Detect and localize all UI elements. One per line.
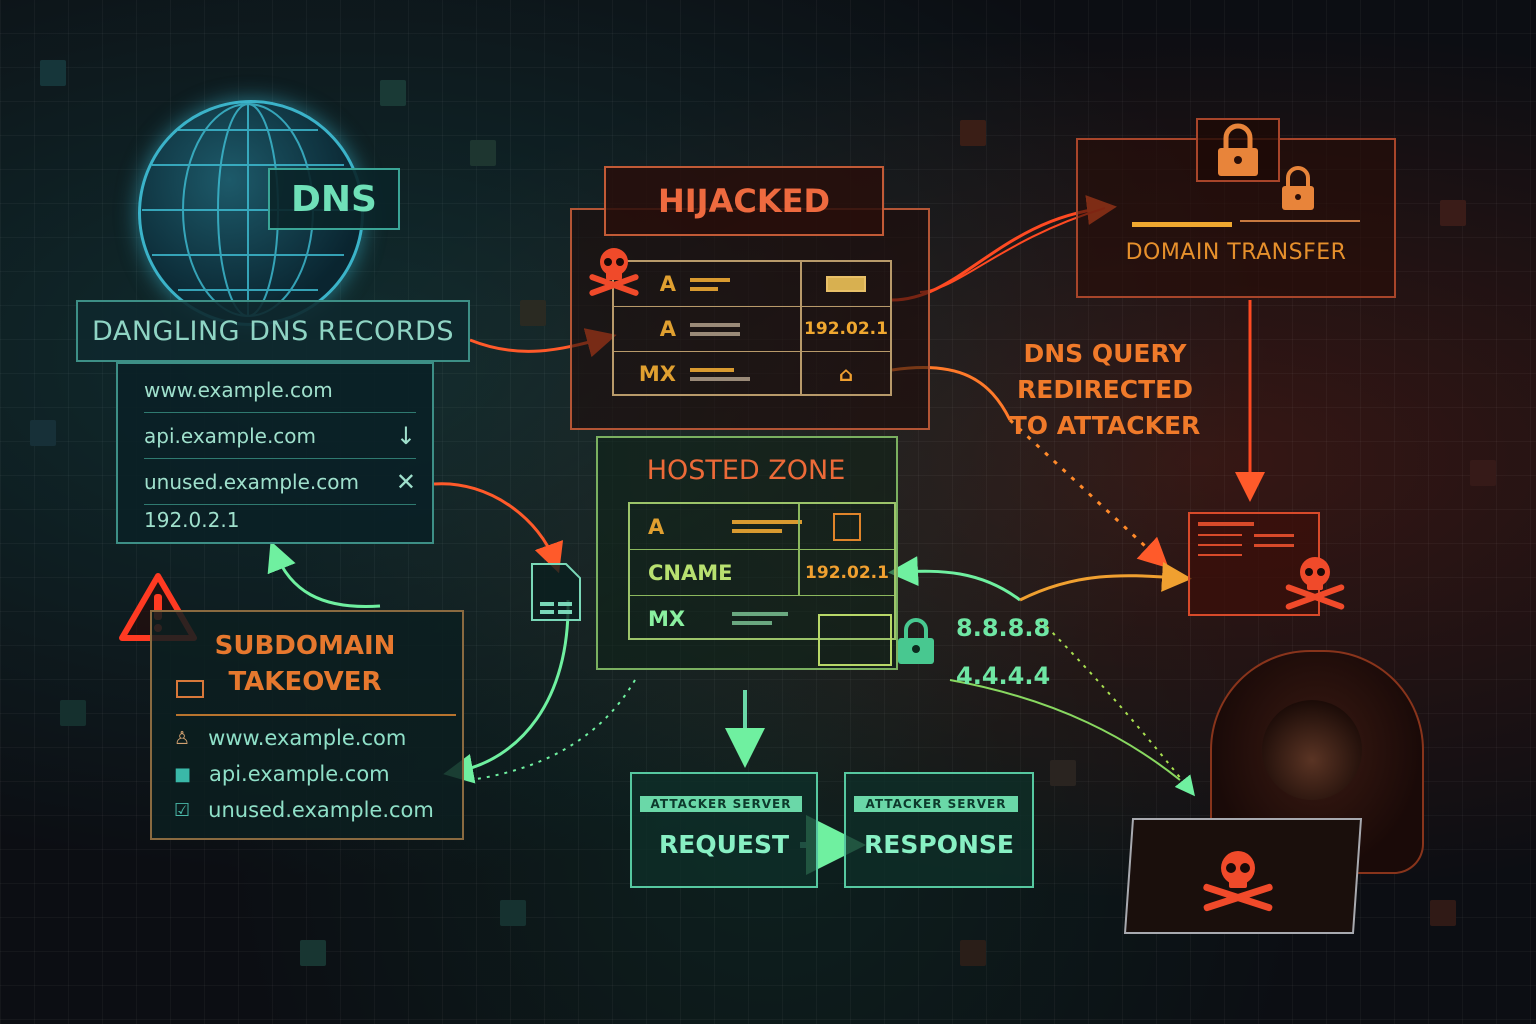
- person-icon: ♙: [174, 727, 191, 749]
- list-item: ☑ unused.example.com: [174, 798, 434, 822]
- response-box: ATTACKER SERVER RESPONSE: [844, 772, 1034, 888]
- table-row: A 192.02.1: [614, 307, 890, 352]
- redirect-icon: [818, 614, 892, 666]
- attacker-server-header: ATTACKER SERVER: [640, 796, 802, 812]
- attacker-dashboard: [1188, 512, 1320, 616]
- table-row: MX ⌂: [614, 352, 890, 396]
- subdomain-takeover-title: SUBDOMAIN TAKEOVER: [214, 631, 396, 697]
- file-icon: [531, 563, 581, 621]
- hosted-zone-records-table: A CNAME 192.02.1 MX: [628, 502, 896, 640]
- dns-tag: DNS: [268, 168, 400, 230]
- table-row: A: [630, 504, 894, 550]
- table-row: A: [614, 262, 890, 307]
- list-item: api.example.com ↓: [144, 414, 416, 459]
- domain-transfer-label: DOMAIN TRANSFER: [1125, 239, 1347, 265]
- list-item: www.example.com: [144, 368, 416, 413]
- progress-bar: [1132, 222, 1232, 227]
- arrow-down-icon: ↓: [395, 422, 416, 450]
- card-icon: [176, 680, 204, 698]
- request-box: ATTACKER SERVER REQUEST: [630, 772, 818, 888]
- checkbox-icon: ☑: [174, 799, 191, 821]
- divider: [176, 714, 456, 716]
- table-row: MX: [630, 596, 894, 641]
- list-item: 192.0.2.1: [144, 508, 240, 532]
- divider: [1240, 220, 1360, 222]
- hosted-zone-panel: [596, 436, 898, 670]
- server-icon: ■: [174, 763, 192, 785]
- subdomain-takeover-panel: [150, 610, 464, 840]
- padlock-icon: [1196, 118, 1280, 182]
- redirect-note: DNS QUERY REDIRECTED TO ATTACKER: [1009, 339, 1201, 440]
- skull-crossbones-icon: [589, 248, 639, 296]
- dangling-records-list: www.example.com api.example.com ↓ unused…: [116, 362, 434, 544]
- hijacked-title: HIJACKED: [604, 166, 884, 236]
- hosted-zone-title: HOSTED ZONE: [646, 454, 846, 486]
- tag-icon: [826, 276, 866, 292]
- lock-open-icon: ⌂: [838, 362, 854, 386]
- server-icon: [833, 512, 861, 541]
- padlock-icon: [898, 618, 934, 664]
- close-icon: ✕: [395, 468, 416, 496]
- response-label: RESPONSE: [864, 830, 1014, 859]
- hacker-face: [1262, 700, 1362, 800]
- resolver-ip-primary: 8.8.8.8: [956, 614, 1051, 642]
- table-row: CNAME 192.02.1: [630, 550, 894, 596]
- request-label: REQUEST: [658, 830, 790, 859]
- list-item: unused.example.com ✕: [144, 460, 416, 505]
- attacker-server-header: ATTACKER SERVER: [854, 796, 1018, 812]
- padlock-icon: [1282, 166, 1314, 210]
- hijacked-panel: [570, 208, 930, 430]
- skull-crossbones-icon: [1203, 851, 1273, 912]
- list-item: ♙ www.example.com: [174, 726, 407, 750]
- resolver-ip-secondary: 4.4.4.4: [956, 662, 1051, 690]
- list-item: ■ api.example.com: [174, 762, 390, 786]
- hijacked-records-table: A A 192.02.1 MX ⌂: [612, 260, 892, 396]
- skull-crossbones-icon: [1285, 557, 1345, 610]
- dangling-records-title: DANGLING DNS RECORDS: [76, 300, 470, 362]
